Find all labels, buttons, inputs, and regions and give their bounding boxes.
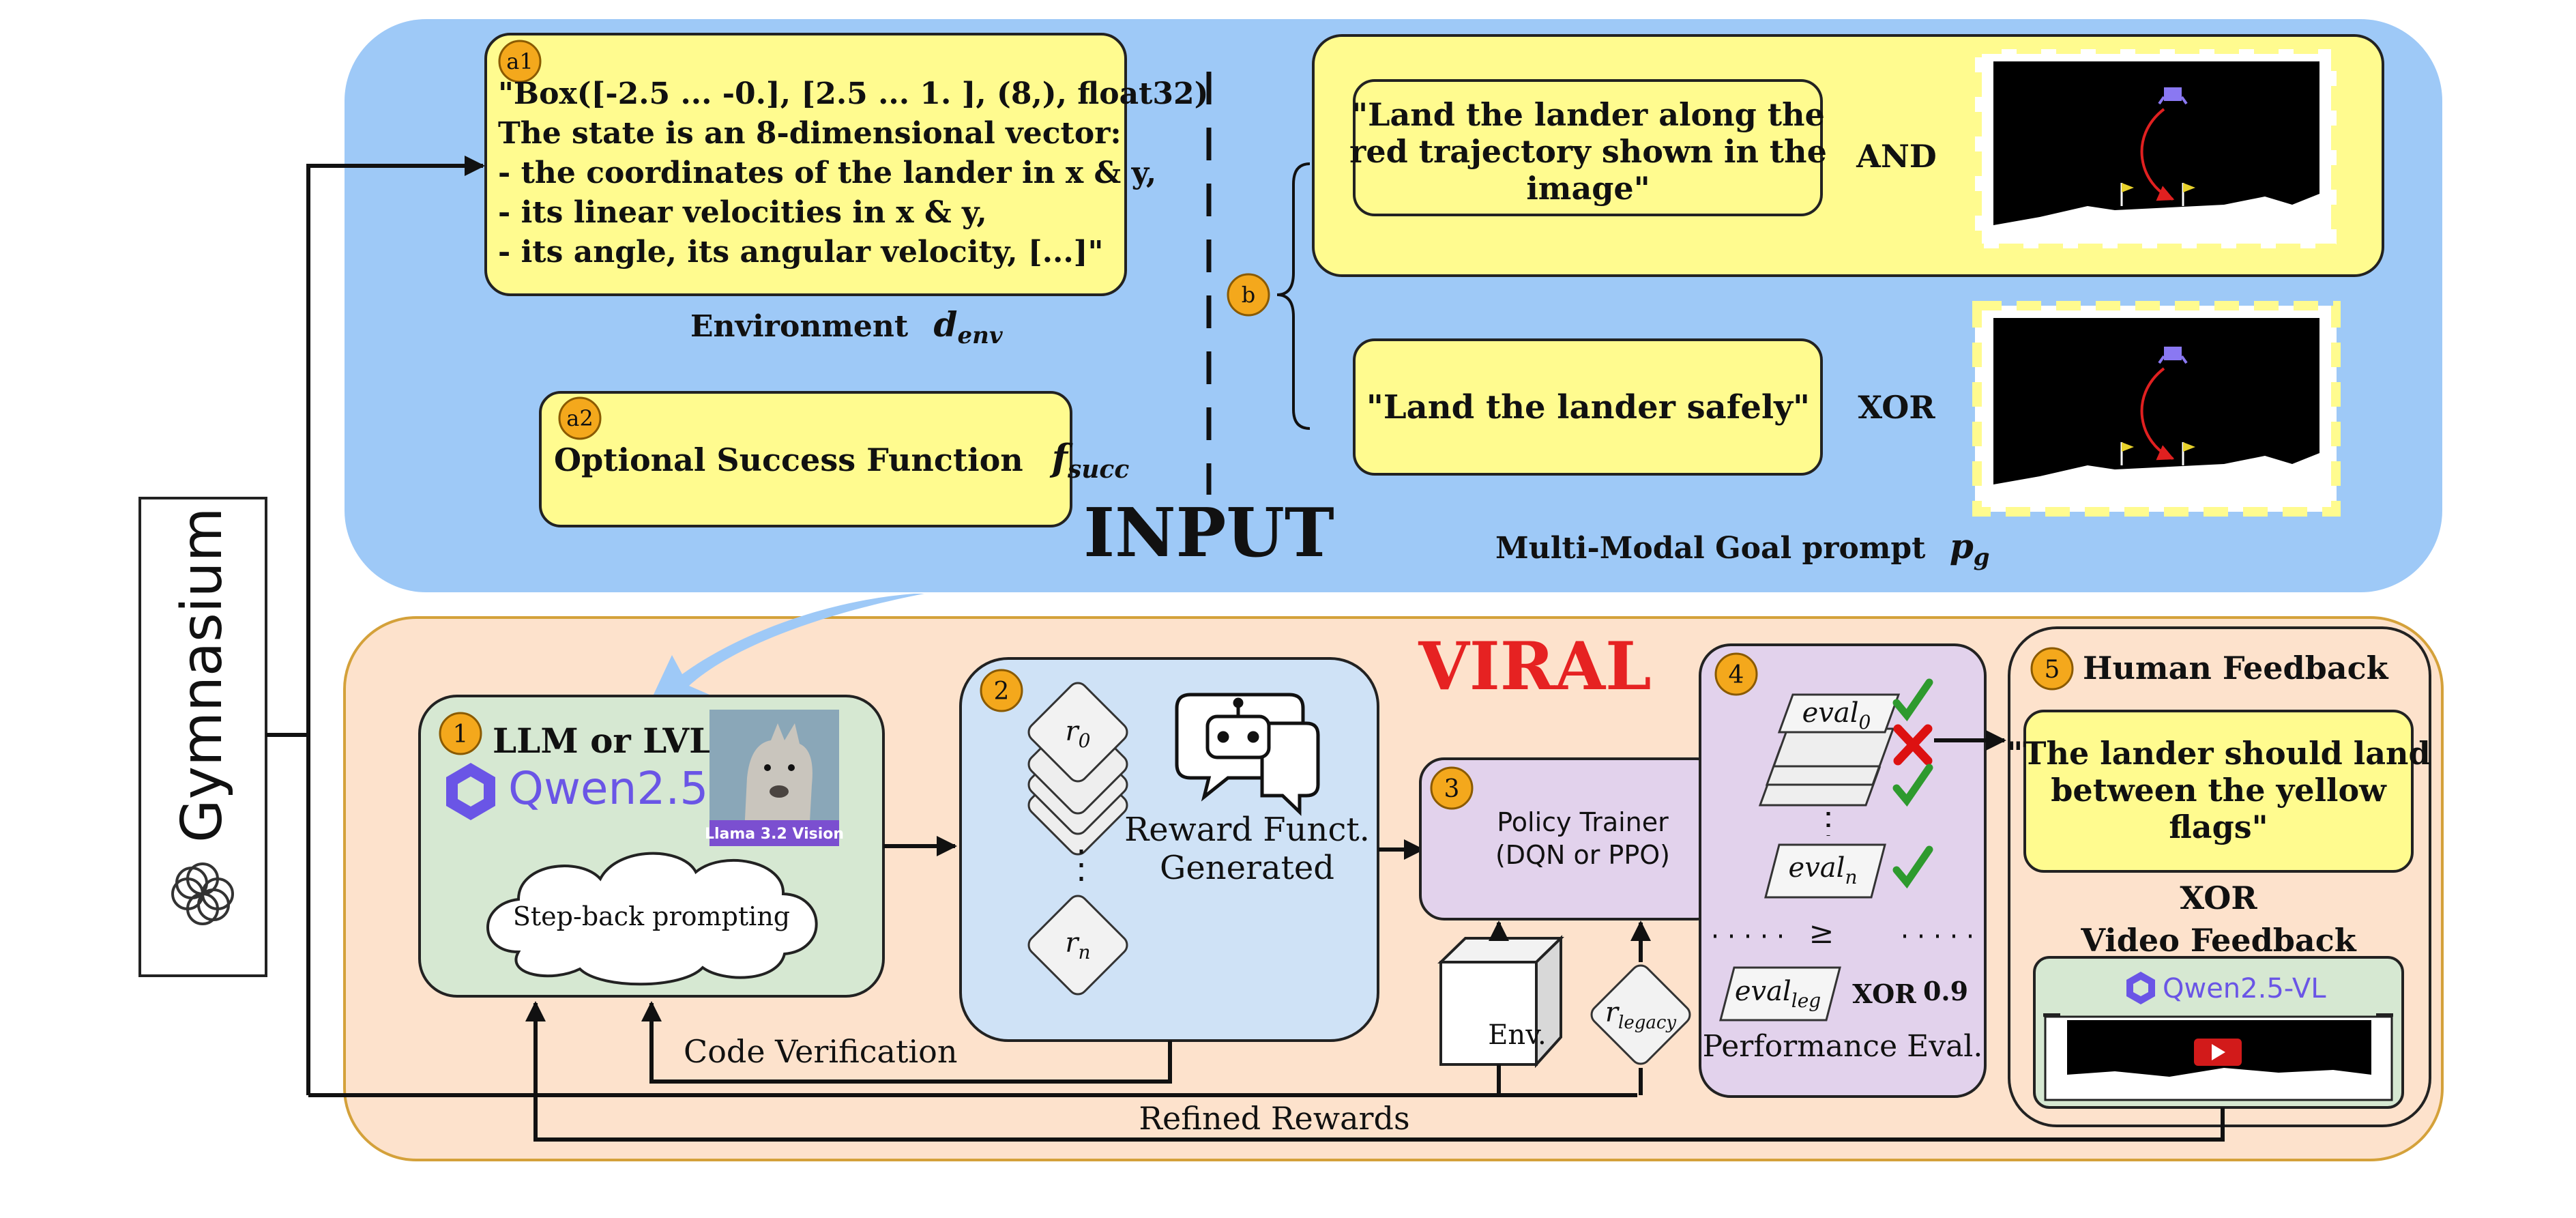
step4-eval-box: 4 eval0 evaln ≥ evalleg XOR 0.9 Performa…: [1699, 643, 1987, 1098]
goal1-line-2: red trajectory shown in the: [1349, 133, 1827, 170]
eval-n-shape: [1764, 843, 1886, 899]
badge-a1-label: a1: [506, 48, 533, 74]
eval-xor: XOR: [1852, 978, 1916, 1009]
video-feedback-panel: Qwen2.5-VL: [2033, 956, 2404, 1109]
feedback-xor: XOR: [2180, 880, 2257, 916]
gymnasium-connectors: [266, 156, 1637, 1097]
env-line-3: - the coordinates of the lander in x & y…: [498, 156, 1156, 190]
badge-b: [1227, 273, 1270, 317]
qwen-vl-label: Qwen2.5-VL: [2163, 973, 2326, 1004]
refined-rewards-loop: [525, 1001, 2225, 1142]
reward-label-line-2: Generated: [1160, 849, 1334, 887]
env-line-5: - its angle, its angular velocity, [...]…: [498, 235, 1103, 270]
badge-3-label: 3: [1444, 775, 1460, 803]
qwen-label: Qwen2.5: [508, 762, 708, 815]
qwen-logo-icon: [446, 763, 495, 820]
input-title: INPUT: [1083, 494, 1334, 572]
goal-prompt-safely: "Land the lander safely" XOR: [1353, 301, 2341, 517]
human-feedback-title: Human Feedback: [2083, 650, 2389, 686]
gymnasium-label: Gymnasium: [170, 507, 235, 843]
env-label: Env.: [1488, 1019, 1547, 1051]
reward-rn: rn: [1065, 927, 1090, 963]
eval-n: evaln: [1789, 852, 1858, 888]
robot-chat-icon: [1175, 693, 1320, 816]
step5-feedback-box: 5 Human Feedback "The lander should land…: [2006, 626, 2431, 1127]
badge-2-label: 2: [994, 678, 1010, 706]
eval-stack: eval0: [1758, 693, 1901, 807]
badge-4: [1714, 652, 1758, 696]
badge-a2: [558, 396, 602, 440]
goal-prompt-trajectory: "Land the lander along the red trajector…: [1312, 34, 2384, 277]
step1-llm-box: 1 LLM or LVLM Qwen2.5 Llama 3.2 Vision S…: [418, 695, 885, 998]
gymnasium-box: Gymnasium: [138, 497, 267, 977]
r-legacy-diamond: rlegacy: [1590, 964, 1691, 1065]
code-verification-label: Code Verification: [684, 1033, 958, 1070]
success-function-label: Optional Success Function fsucc: [554, 436, 1129, 484]
check-icon-3: [1892, 845, 1933, 889]
llama-image: Llama 3.2 Vision: [705, 710, 844, 846]
policy-label-line-2: (DQN or PPO): [1495, 840, 1670, 870]
badge-1: [439, 712, 482, 755]
badge-5-label: 5: [2045, 656, 2060, 684]
step2-reward-box: 2 r0 rn Reward Funct. Generated: [959, 657, 1379, 1042]
badge-5: [2030, 647, 2074, 691]
goal2-text: "Land the lander safely": [1366, 388, 1810, 426]
env-line-1: "Box([-2.5 ... -0.], [2.5 ... 1. ], (8,)…: [498, 76, 1208, 111]
env-line-4: - its linear velocities in x & y,: [498, 195, 987, 230]
env-legacy-connectors: [1489, 920, 1651, 1095]
check-icon-1: [1892, 678, 1933, 722]
reward-r0: r0: [1066, 716, 1091, 752]
badge-b-label: b: [1242, 282, 1255, 308]
step3-policy-box: 3 Policy Trainer (DQN or PPO): [1419, 757, 1722, 920]
feedback-line-3: flags": [2169, 809, 2268, 845]
badge-2: [980, 669, 1023, 712]
badge-1-label: 1: [453, 721, 469, 749]
lander-icon: [2164, 87, 2182, 101]
env-cube: Env.: [1437, 935, 1564, 1069]
code-verification-loop: [641, 1001, 1172, 1084]
eval-threshold: 0.9: [1923, 976, 1968, 1006]
eval-0: eval0: [1802, 697, 1871, 734]
goal-prompt-caption: Multi-Modal Goal prompt pg: [1495, 526, 1990, 571]
cross-icon: [1893, 724, 1933, 766]
llama-label: Llama 3.2 Vision: [705, 826, 844, 843]
badge-4-label: 4: [1729, 661, 1744, 689]
qwen-vl-logo-icon: [2126, 972, 2155, 1004]
environment-description-note: a1 "Box([-2.5 ... -0.], [2.5 ... 1. ], (…: [484, 33, 1208, 296]
badge-a1: [498, 40, 542, 83]
policy-label-line-1: Policy Trainer: [1497, 807, 1669, 837]
gymnasium-logo-icon: [171, 862, 234, 925]
env-line-2: The state is an 8-dimensional vector:: [498, 116, 1122, 151]
goal1-operator: AND: [1856, 138, 1937, 175]
video-feedback-title: Video Feedback: [2080, 922, 2356, 959]
lander-trajectory-image: [1972, 44, 2341, 253]
badge-3: [1430, 766, 1474, 810]
goal2-operator: XOR: [1858, 389, 1935, 426]
geq-symbol: ≥: [1809, 916, 1834, 951]
feedback-line-1: "The lander should land: [2006, 735, 2430, 772]
reward-label-line-1: Reward Funct.: [1124, 811, 1370, 849]
badge-a2-label: a2: [566, 405, 593, 431]
eval-leg-shape: [1719, 966, 1841, 1021]
lander-safe-image: [1972, 301, 2341, 517]
human-feedback-note: [2023, 710, 2414, 873]
goal1-line-3: image": [1526, 170, 1650, 207]
success-function-note: a2 Optional Success Function fsucc: [539, 391, 1129, 527]
goal-brace: [1276, 162, 1311, 430]
eval-leg: evalleg: [1735, 976, 1821, 1012]
viral-title: VIRAL: [1418, 628, 1651, 705]
reward-stack: r0 rn: [1027, 682, 1128, 996]
step-back-label: Step-back prompting: [513, 901, 790, 931]
eval-label: Performance Eval.: [1703, 1029, 1983, 1064]
r-legacy-label: rlegacy: [1605, 997, 1677, 1033]
step-back-cloud: Step-back prompting: [486, 852, 818, 986]
refined-rewards-label: Refined Rewards: [1139, 1100, 1409, 1137]
feedback-line-2: between the yellow: [2051, 772, 2387, 809]
check-icon-2: [1892, 764, 1933, 807]
red-trajectory: [2140, 108, 2175, 201]
goal1-line-1: "Land the lander along the: [1351, 96, 1825, 133]
environment-caption: Environment denv: [690, 304, 1004, 349]
llm-title: LLM or LVLM: [493, 721, 751, 761]
